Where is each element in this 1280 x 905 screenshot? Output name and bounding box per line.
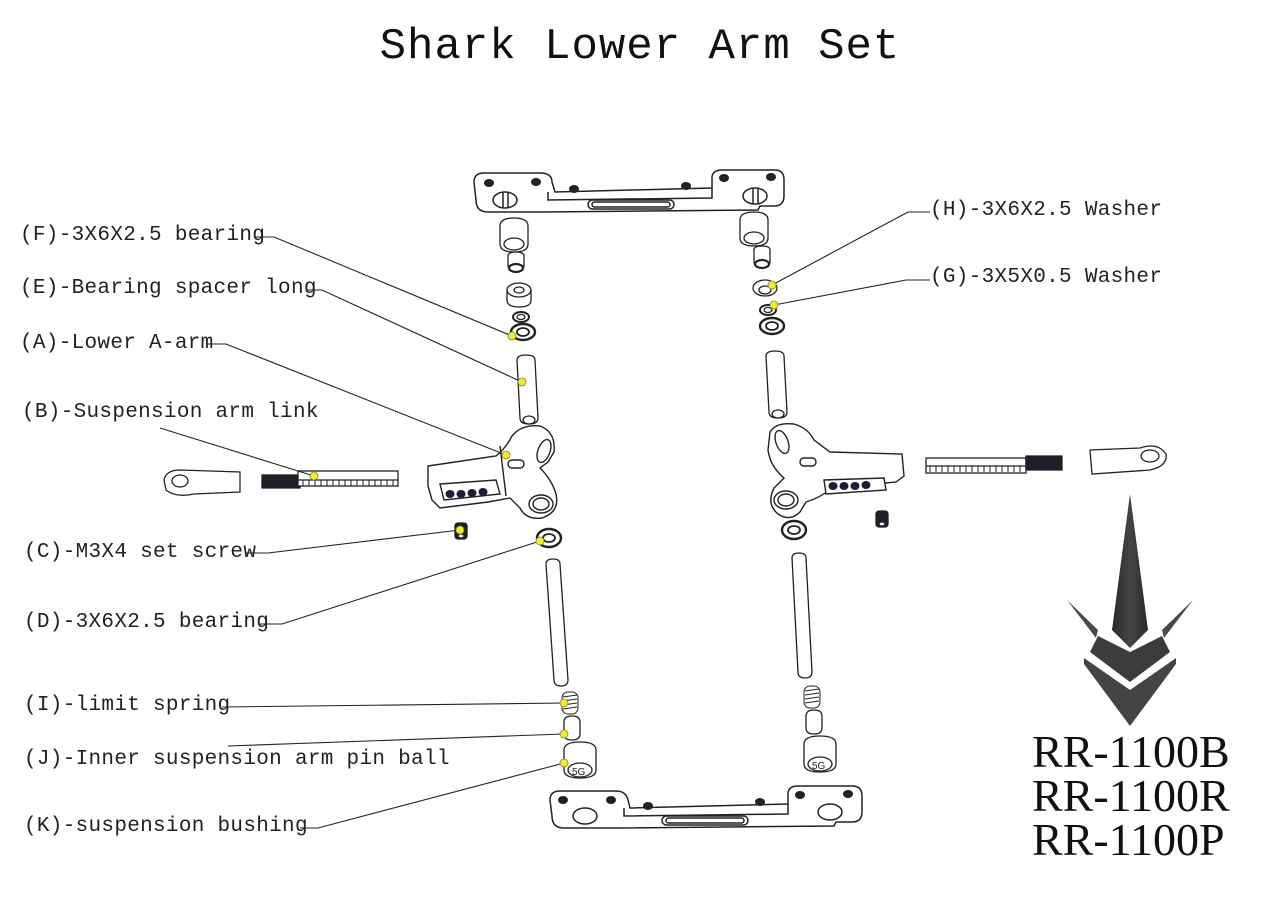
callout-dot-d xyxy=(535,536,545,546)
callout-dot-i xyxy=(559,698,569,708)
label-a-lower-a-arm: (A)-Lower A-arm xyxy=(20,332,214,355)
right-lower-stack: 5G xyxy=(780,510,889,773)
arrowhead-logo-icon xyxy=(1067,494,1193,726)
callout-dot-j xyxy=(559,729,569,739)
leader-line-f xyxy=(256,236,513,337)
right-arm-link xyxy=(925,445,1167,475)
callout-dot-k xyxy=(559,758,569,768)
leader-line-h xyxy=(771,211,930,286)
leader-line-c xyxy=(246,529,461,554)
label-b-suspension-arm-link: (B)-Suspension arm link xyxy=(22,401,319,424)
label-g-washer: (G)-3X5X0.5 Washer xyxy=(930,266,1163,289)
left-lower-a-arm xyxy=(427,425,558,519)
leader-line-k xyxy=(300,762,565,829)
left-upper-stack xyxy=(499,217,539,425)
callout-dots xyxy=(309,280,779,768)
label-d-bearing: (D)-3X6X2.5 bearing xyxy=(24,611,270,634)
callout-dot-h xyxy=(767,280,777,290)
svg-text:5G: 5G xyxy=(812,761,826,772)
leader-line-i xyxy=(221,702,565,708)
label-e-bearing-spacer: (E)-Bearing spacer long xyxy=(20,277,317,300)
leader-line-a xyxy=(206,343,507,456)
label-i-limit-spring: (I)-limit spring xyxy=(24,694,231,717)
label-h-washer: (H)-3X6X2.5 Washer xyxy=(930,199,1163,222)
label-k-suspension-bushing: (K)-suspension bushing xyxy=(24,815,308,838)
right-lower-a-arm xyxy=(767,422,905,519)
diagram-title: Shark Lower Arm Set xyxy=(379,22,901,72)
model-number: RR-1100B xyxy=(1032,726,1230,777)
model-numbers: RR-1100B RR-1100R RR-1100P xyxy=(1032,726,1230,865)
right-upper-stack xyxy=(739,211,788,419)
callout-dot-c xyxy=(455,525,465,535)
callout-dot-e xyxy=(517,377,527,387)
callout-dot-a xyxy=(501,450,511,460)
callout-dot-b xyxy=(309,471,319,481)
leader-line-b xyxy=(159,427,315,477)
leader-line-d xyxy=(260,540,541,625)
top-suspension-mount xyxy=(473,169,785,213)
label-c-set-screw: (C)-M3X4 set screw xyxy=(24,541,257,564)
callout-dot-g xyxy=(769,300,779,310)
svg-text:5G: 5G xyxy=(572,767,586,778)
leader-line-e xyxy=(306,289,523,383)
label-f-bearing: (F)-3X6X2.5 bearing xyxy=(20,224,266,247)
leader-lines xyxy=(159,211,930,829)
leader-line-g xyxy=(773,279,930,306)
bottom-suspension-mount xyxy=(549,785,863,829)
callout-dot-f xyxy=(507,331,517,341)
model-number: RR-1100R xyxy=(1032,770,1230,821)
model-number: RR-1100P xyxy=(1032,814,1225,865)
left-arm-link xyxy=(163,469,399,496)
leader-line-j xyxy=(227,733,565,747)
label-j-pin-ball: (J)-Inner suspension arm pin ball xyxy=(24,748,450,771)
